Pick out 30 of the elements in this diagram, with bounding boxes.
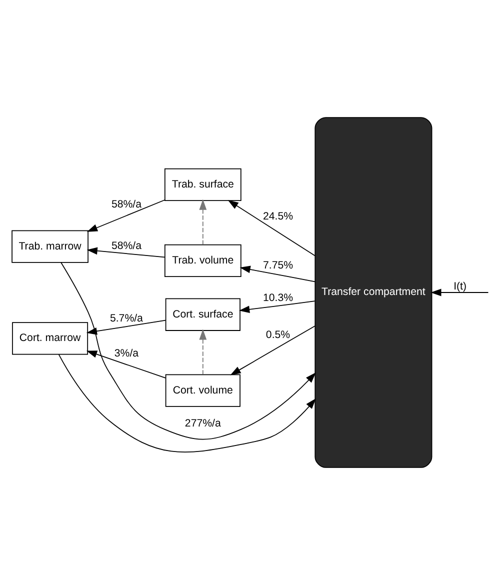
node-box: Cort. marrow (12, 322, 88, 354)
edge-label: 0.5% (266, 328, 290, 341)
node-box: Cort. surface (165, 298, 240, 330)
arrow (86, 199, 166, 232)
edge-label: 3%/a (114, 347, 139, 360)
node-box: Trab. surface (164, 168, 242, 201)
edge-label: I(t) (454, 280, 467, 292)
edge-label: 7.75% (262, 258, 294, 271)
edge-label: 58%/a (111, 198, 142, 210)
arrow (430, 288, 489, 296)
arrow (240, 265, 316, 282)
arrow (86, 319, 166, 334)
arrow (86, 350, 166, 378)
arrow (58, 354, 316, 452)
edge-label: 5.7%/a (110, 312, 143, 324)
node-box: Transfer compartment (314, 116, 432, 468)
arrow (199, 328, 207, 374)
node-box: Trab. volume (164, 244, 242, 277)
arrow (86, 246, 166, 258)
node-box: Trab. marrow (12, 230, 88, 262)
arrow (230, 325, 316, 375)
node-box: Cort. volume (165, 374, 240, 406)
edge-label: 24.5% (262, 210, 294, 222)
edge-label: 58%/a (111, 239, 142, 252)
arrow (228, 200, 316, 256)
edge-label: 10.3% (262, 291, 294, 304)
edge-label: 277%/a (184, 416, 221, 429)
arrow (60, 262, 316, 440)
arrow (238, 300, 316, 313)
arrow (199, 198, 207, 245)
